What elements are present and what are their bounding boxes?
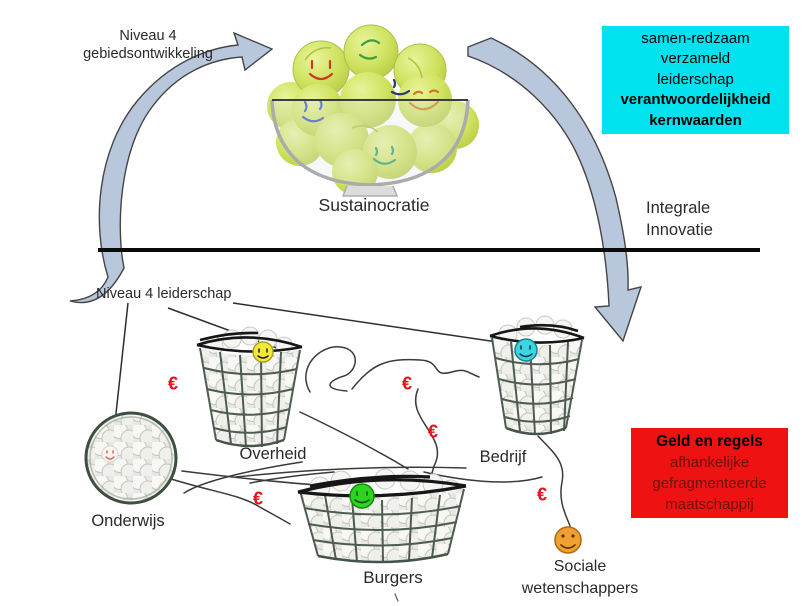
problem-line1: Geld en regels <box>656 433 763 450</box>
overheid-label: Overheid <box>239 445 307 463</box>
sociale-line1: Sociale <box>553 558 607 575</box>
area-development-line1: Niveau 4 <box>119 28 177 44</box>
values-line4: verantwoordelijkheid <box>620 91 771 109</box>
problem-line4: maatschappij <box>665 496 754 513</box>
bedrijf-basket <box>489 315 585 436</box>
burgers-basket <box>297 468 467 564</box>
onderwijs-ball-cluster <box>84 411 178 505</box>
problem-line3: gefragmenteerde <box>652 475 767 492</box>
problem-line2: afhankelijke <box>669 454 750 471</box>
onderwijs-label: Onderwijs <box>91 512 165 530</box>
overheid-basket <box>196 326 303 448</box>
sociale-line2: wetenschappers <box>521 580 639 597</box>
bedrijf-smiley-icon <box>514 338 538 362</box>
euro-symbol: € <box>536 484 548 505</box>
euro-symbol: € <box>427 421 439 442</box>
problem-box: Geld en regels afhankelijke gefragmentee… <box>631 428 788 518</box>
integrale-innovatie-label: Integrale Innovatie <box>646 197 713 241</box>
integrale-line2: Innovatie <box>646 221 713 239</box>
values-line2: verzameld <box>660 50 731 68</box>
values-line5: kernwaarden <box>649 111 742 129</box>
euro-symbol: € <box>401 373 413 394</box>
leadership-label: Niveau 4 leiderschap <box>96 286 232 302</box>
burgers-label: Burgers <box>363 568 423 587</box>
sociale-wetenschappers-label: Sociale wetenschappers <box>522 556 639 600</box>
area-development-label: Niveau 4 gebiedsontwikkeling <box>83 27 213 63</box>
arrow-down-sustainocratie-to-society-icon <box>467 37 643 343</box>
bedrijf-label: Bedrijf <box>479 448 527 466</box>
fragmentation-squiggle-lines <box>167 346 571 602</box>
burgers-smiley-icon <box>349 483 375 509</box>
onderwijs-smiley-icon <box>101 445 119 463</box>
arrow-up-leadership-to-sustainocratie-icon <box>69 31 274 304</box>
integrale-line1: Integrale <box>646 199 711 217</box>
overheid-smiley-icon <box>252 341 274 363</box>
values-line3: leiderschap <box>657 70 734 88</box>
tennis-smiley-faces <box>301 39 440 165</box>
sustainocratie-label: Sustainocratie <box>318 195 430 215</box>
area-development-line2: gebiedsontwikkeling <box>83 46 213 62</box>
euro-symbol: € <box>252 488 264 509</box>
glass-bowl-icon <box>270 99 470 197</box>
sustainocratie-bowl <box>267 24 479 197</box>
values-line1: samen-redzaam <box>641 29 750 47</box>
horizontal-divider <box>98 248 760 252</box>
sociale-smiley-icon <box>554 526 582 554</box>
euro-symbol: € <box>167 373 179 394</box>
values-box: samen-redzaam verzameld leiderschap vera… <box>602 26 789 134</box>
